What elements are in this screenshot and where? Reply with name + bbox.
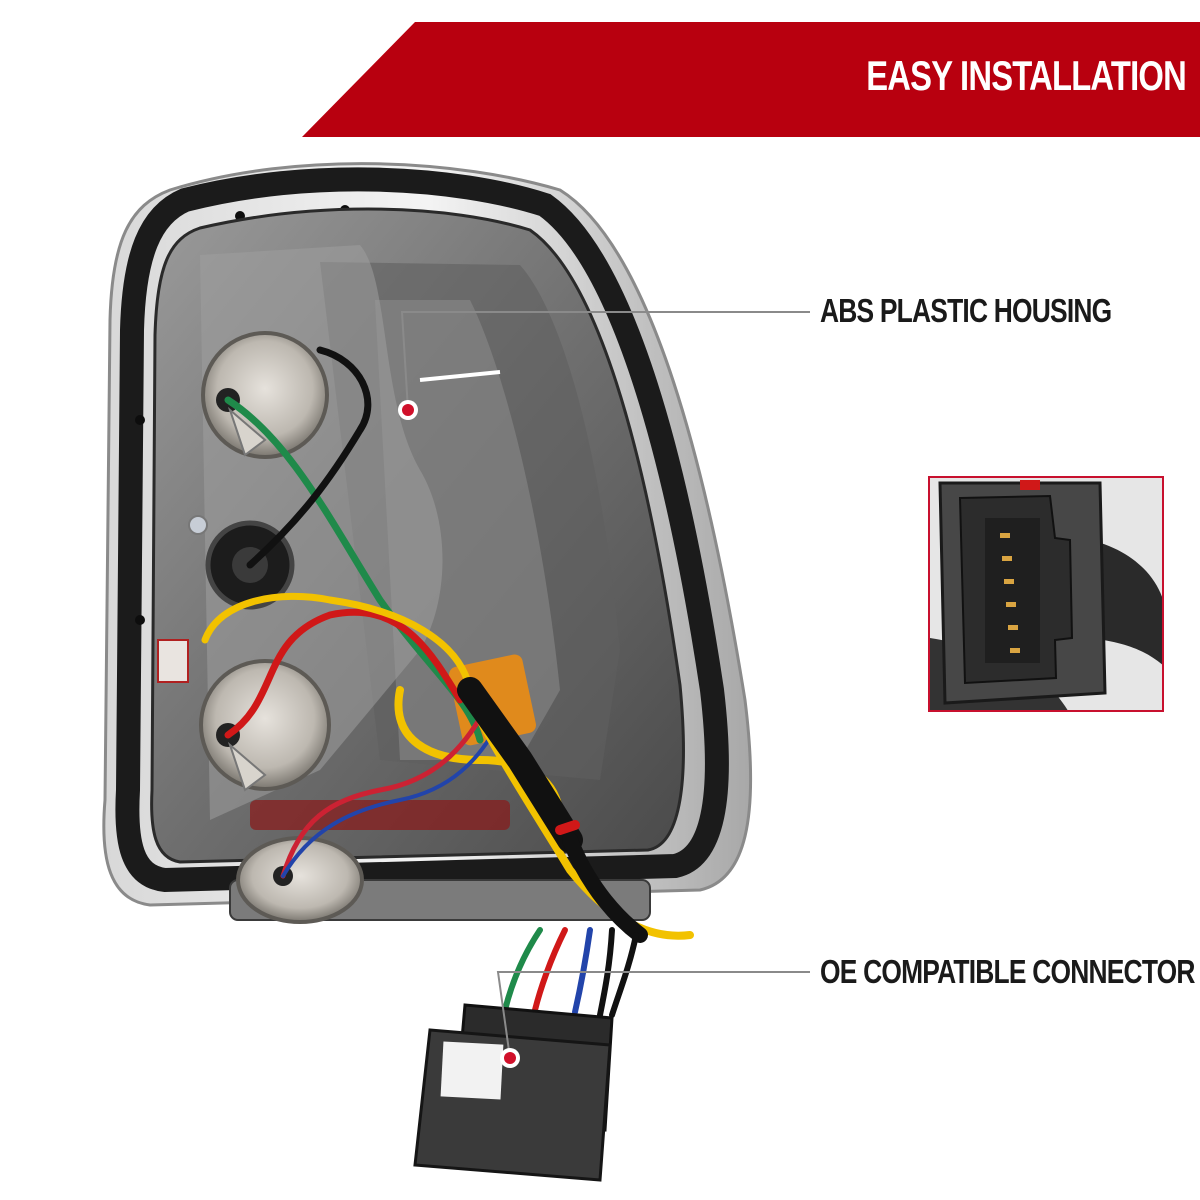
header-banner	[302, 22, 1200, 137]
callout-housing-leader	[398, 311, 810, 420]
callout-label-housing: ABS PLASTIC HOUSING	[820, 292, 1112, 329]
wire-harness	[201, 346, 694, 1018]
oe-connector	[413, 1003, 614, 1182]
banner-title: EASY INSTALLATION	[866, 52, 1187, 99]
callout-label-connector: OE COMPATIBLE CONNECTOR	[820, 953, 1195, 990]
connector-closeup-image	[930, 478, 1162, 710]
connector-closeup-inset	[928, 476, 1164, 712]
callout-connector-leader	[496, 971, 810, 1068]
